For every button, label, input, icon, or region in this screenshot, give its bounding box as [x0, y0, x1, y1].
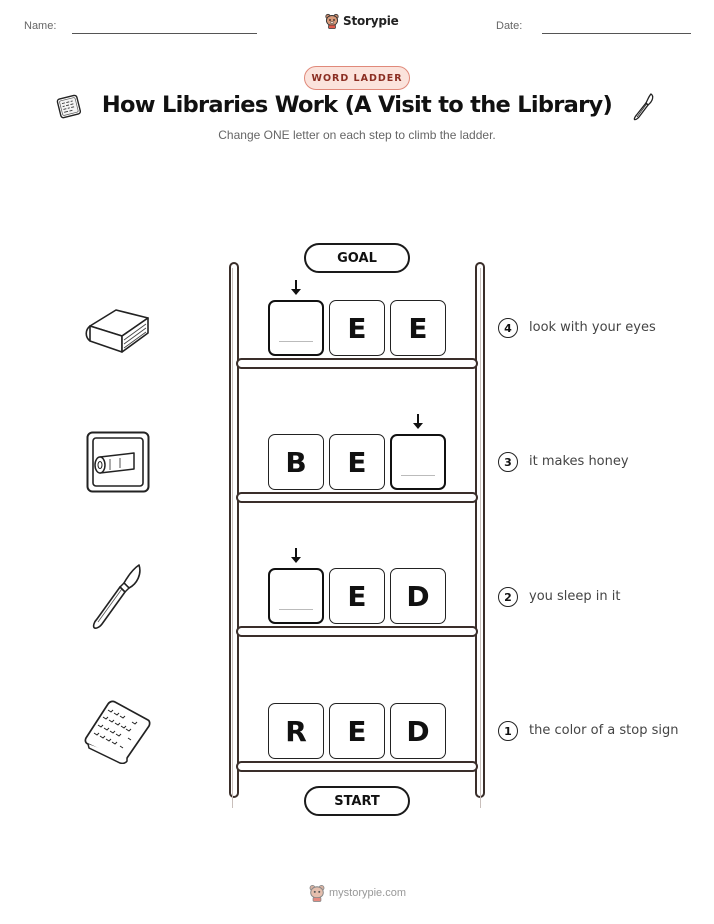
step-number: 3 — [498, 452, 518, 472]
tablet-icon — [56, 94, 82, 119]
letter-tile-blank[interactable] — [268, 300, 324, 356]
letter-tile: D — [390, 568, 446, 624]
start-label: START — [304, 786, 410, 816]
step-clue: you sleep in it — [529, 589, 621, 604]
letter-tile-blank[interactable] — [268, 568, 324, 624]
goal-label: GOAL — [304, 243, 410, 273]
step-number: 4 — [498, 318, 518, 338]
ladder-rung — [236, 761, 478, 772]
ladder-right-rail-edge — [480, 268, 481, 808]
book-icon — [85, 309, 149, 353]
page-subtitle: Change ONE letter on each step to climb … — [218, 128, 496, 142]
name-line[interactable] — [72, 33, 257, 34]
ladder-left-rail — [229, 262, 239, 798]
brand-name: Storypie — [343, 14, 399, 28]
quill-icon — [633, 93, 654, 121]
letter-tile: E — [329, 300, 385, 356]
date-label: Date: — [496, 20, 523, 32]
quill-brush-icon — [92, 564, 141, 629]
letter-tile: R — [268, 703, 324, 759]
step-clue: look with your eyes — [529, 320, 656, 335]
step-clue: the color of a stop sign — [529, 723, 679, 738]
letter-tile: E — [390, 300, 446, 356]
footer: mystorypie.com — [309, 884, 406, 902]
ladder-rung — [236, 492, 478, 503]
change-arrow-icon — [291, 280, 301, 295]
ladder-left-rail-edge — [232, 268, 233, 808]
letter-tile-blank[interactable] — [390, 434, 446, 490]
brand-logo: Storypie — [325, 13, 399, 29]
change-arrow-icon — [291, 548, 301, 563]
storypie-mascot-icon — [309, 885, 325, 902]
scroll-frame-icon — [86, 431, 150, 493]
date-line[interactable] — [542, 33, 691, 34]
footer-url[interactable]: mystorypie.com — [329, 887, 407, 899]
ladder-rung — [236, 358, 478, 369]
step-clue: it makes honey — [529, 454, 629, 469]
word-ladder-badge: WORD LADDER — [304, 66, 410, 90]
letter-tile: B — [268, 434, 324, 490]
letter-tile: E — [329, 703, 385, 759]
clay-tablet-icon — [84, 700, 151, 764]
letter-tile: D — [390, 703, 446, 759]
letter-tile: E — [329, 568, 385, 624]
storypie-mascot-icon — [325, 13, 339, 29]
name-label: Name: — [24, 20, 57, 32]
step-number: 2 — [498, 587, 518, 607]
ladder-rung — [236, 626, 478, 637]
letter-tile: E — [329, 434, 385, 490]
step-number: 1 — [498, 721, 518, 741]
page-title: How Libraries Work (A Visit to the Libra… — [101, 92, 613, 118]
change-arrow-icon — [413, 414, 423, 429]
